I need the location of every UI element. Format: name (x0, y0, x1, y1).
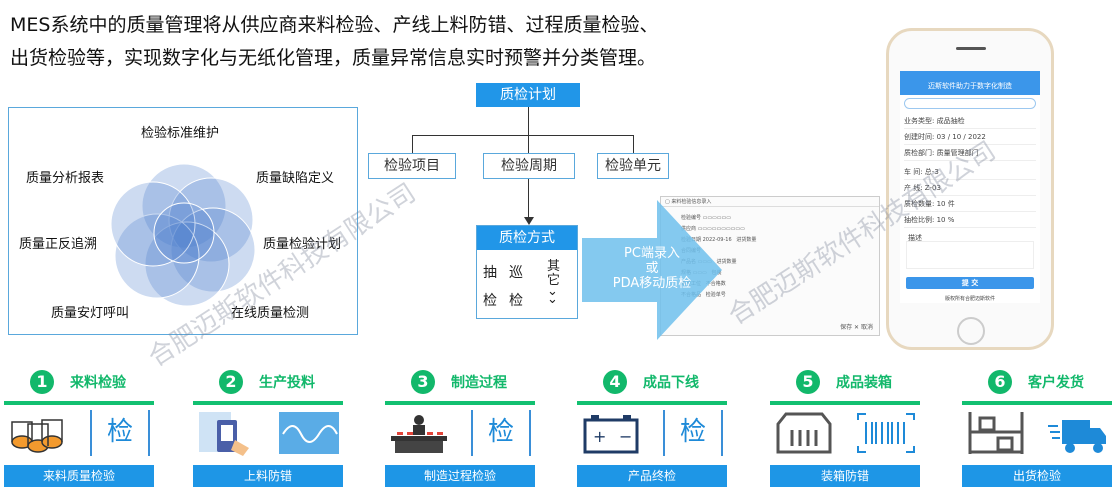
home-button[interactable] (957, 317, 985, 345)
phone-topbar: 迈斯软件助力于数字化制造 (900, 71, 1040, 95)
shelf-icon (968, 412, 1024, 454)
venn-label: 检验标准维护 (141, 126, 220, 141)
big-right-arrow-icon (582, 200, 722, 340)
method-char: 检 (483, 293, 497, 309)
submit-button[interactable]: 提 交 (906, 277, 1034, 289)
assembly-line-icon (391, 415, 447, 453)
box-icon (776, 412, 832, 454)
method-char: 巡 (509, 265, 523, 281)
qr-scan-icon (199, 412, 249, 456)
inspection-unit-box: 检验单元 (597, 153, 669, 179)
venn-label: 质量分析报表 (26, 171, 105, 186)
phone-field[interactable]: 创建时间: 03 / 10 / 2022 (904, 129, 1036, 145)
venn-label: 质量缺陷定义 (256, 171, 335, 186)
phone-field[interactable]: 质检数量: 10 件 (904, 196, 1036, 212)
delivery-truck-icon (1048, 420, 1106, 453)
double-chevron-down-icon[interactable]: ⌄⌄ (547, 284, 558, 307)
phone-field[interactable]: 产 线: Z-03 (904, 180, 1036, 196)
other-methods: 其它 (547, 259, 561, 288)
venn-flower-icon (110, 163, 256, 307)
cancel-button[interactable]: 取消 (860, 324, 873, 331)
venn-label: 在线质量检测 (231, 306, 310, 321)
venn-label: 质量安灯呼叫 (51, 306, 130, 321)
inspect-icon: 检 (90, 410, 150, 456)
venn-label: 质量检验计划 (263, 237, 342, 252)
wave-monitor-icon (279, 412, 339, 454)
description-label: 描述 (908, 234, 922, 242)
phone-search-input[interactable] (904, 98, 1036, 109)
barcode-scan-icon (857, 413, 915, 453)
inspect-icon: 检 (471, 410, 531, 456)
phone-field[interactable]: 质检部门: 质量管理部门 (904, 145, 1036, 161)
battery-icon: +− (583, 415, 639, 454)
pda-phone: 迈斯软件助力于数字化制造 业务类型: 成品抽检 创建时间: 03 / 10 / … (886, 28, 1054, 350)
method-char: 抽 (483, 265, 497, 281)
qc-method-box: 质检方式 抽 巡 检 检 其它 ⌄⌄ (476, 225, 578, 319)
description-textarea[interactable] (906, 241, 1034, 269)
phone-field[interactable]: 抽检比例: 10 % (904, 212, 1036, 228)
inspection-cycle-box: 检验周期 (483, 153, 575, 179)
phone-field[interactable]: 车 间: 总-3 (904, 164, 1036, 180)
inspect-icon: 检 (663, 410, 723, 456)
quality-functions-panel: 检验标准维护 质量缺陷定义 质量检验计划 在线质量检测 质量安灯呼叫 质量正反追… (8, 107, 358, 335)
venn-label: 质量正反追溯 (19, 237, 98, 252)
qc-plan-box: 质检计划 (476, 83, 580, 107)
save-button[interactable]: 保存 (840, 324, 853, 331)
material-rolls-icon (11, 419, 63, 453)
phone-footer: 版权所有合肥迈斯软件 (944, 296, 995, 302)
intro-line-1: MES系统中的质量管理将从供应商来料检验、产线上料防错、过程质量检验、 (10, 14, 659, 36)
inspection-item-box: 检验项目 (368, 153, 456, 179)
intro-line-2: 出货检验等，实现数字化与无纸化管理，质量异常信息实时预警并分类管理。 (10, 47, 657, 69)
method-char: 检 (509, 293, 523, 309)
qc-method-title: 质检方式 (477, 226, 577, 250)
phone-field[interactable]: 业务类型: 成品抽检 (904, 113, 1036, 129)
svg-text:−: − (619, 427, 632, 446)
svg-text:+: + (593, 427, 606, 446)
